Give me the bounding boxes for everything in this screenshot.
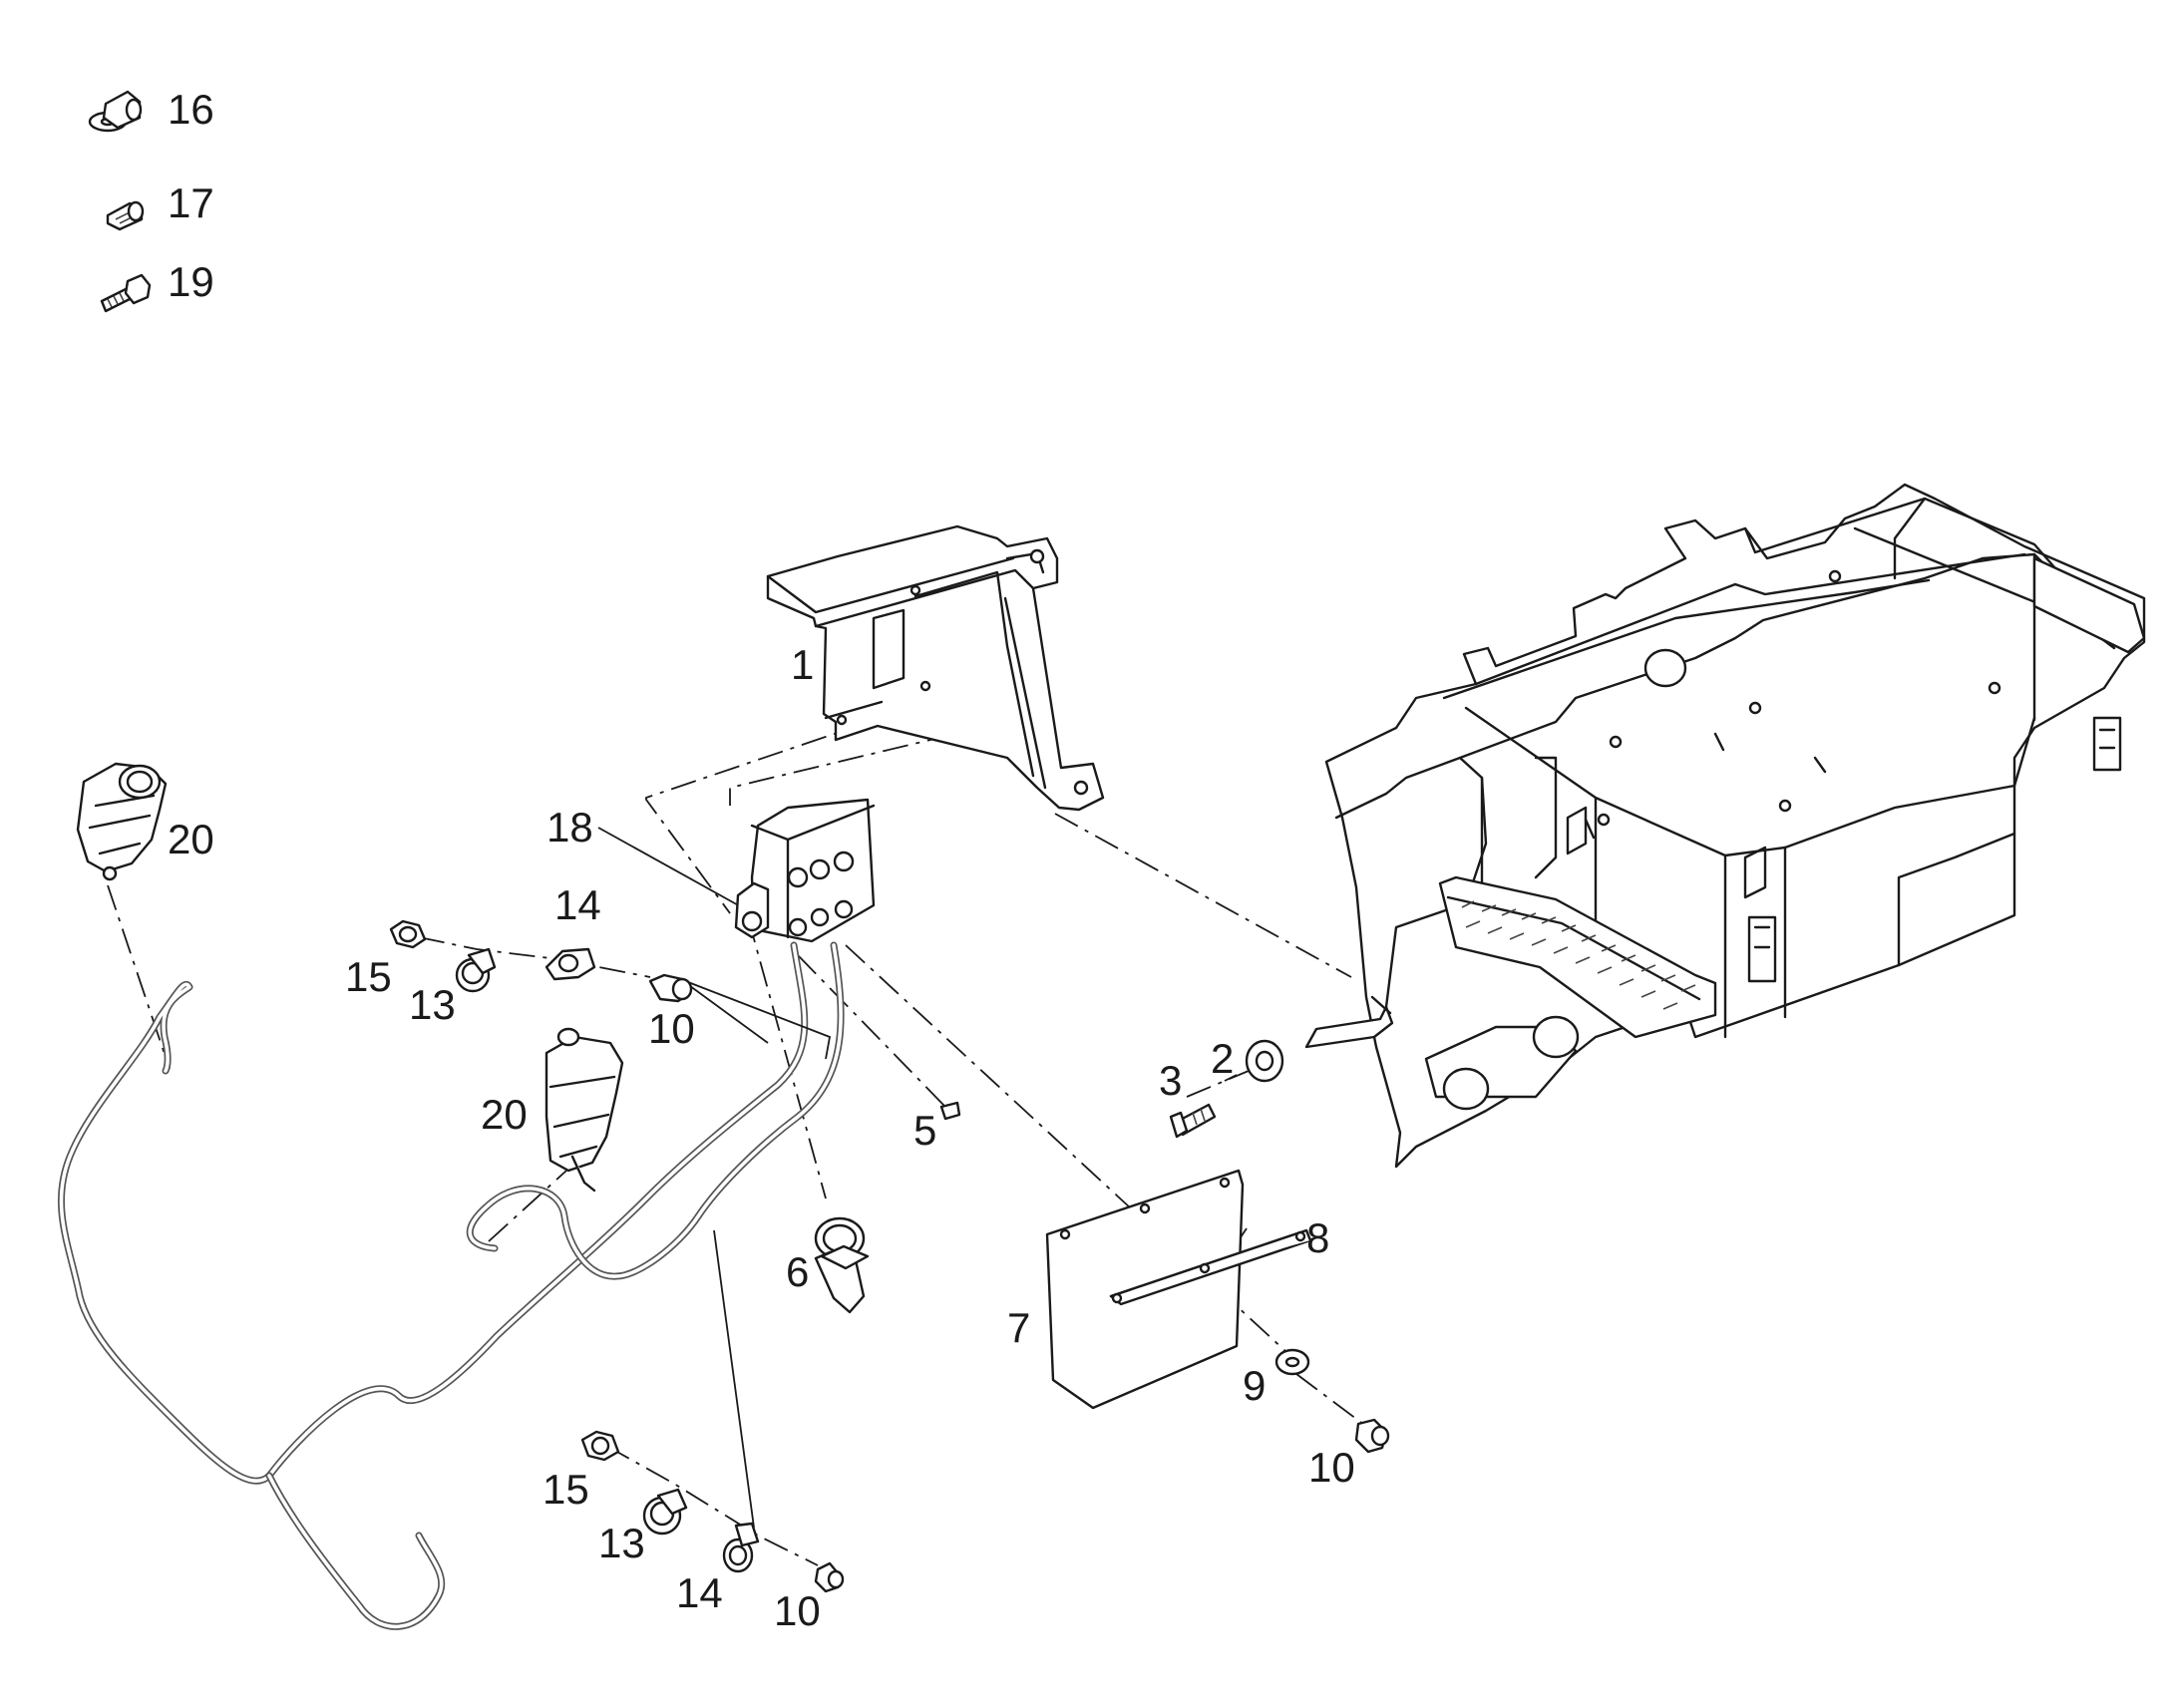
- part-10-bolt-upper: [648, 973, 693, 1003]
- callout-10-right: 10: [1308, 1444, 1355, 1491]
- part-13-clamp-upper: [455, 947, 497, 993]
- assembly-lines: [107, 721, 1369, 1566]
- callout-3: 3: [1159, 1057, 1182, 1104]
- callout-8: 8: [1306, 1214, 1329, 1261]
- part-10-bolt-right: [1354, 1418, 1390, 1454]
- plug-icon: [106, 200, 145, 231]
- chassis-frame: [1304, 483, 2146, 1169]
- callout-2: 2: [1211, 1035, 1234, 1082]
- callout-1: 1: [791, 641, 814, 688]
- callout-15-upper: 15: [345, 953, 392, 1000]
- bracket-part-1: [766, 524, 1105, 812]
- legend: 16 17 19: [88, 86, 214, 313]
- part-3-bolt: [1169, 1103, 1217, 1139]
- legend-num-19: 19: [168, 258, 214, 305]
- callout-20-top: 20: [168, 816, 214, 862]
- callout-15-lower: 15: [543, 1466, 589, 1513]
- leader-lines: [597, 827, 1248, 1529]
- callout-labels: 1 2 3 5 6 7 8 9 10 10 10 13 13 14 14 15 …: [168, 641, 1355, 1634]
- legend-num-17: 17: [168, 179, 214, 226]
- part-9-washer: [1274, 1348, 1310, 1376]
- callout-9: 9: [1243, 1362, 1266, 1409]
- callout-13-lower: 13: [598, 1520, 645, 1566]
- part-14-clamp-lower: [722, 1522, 760, 1573]
- legend-num-16: 16: [168, 86, 214, 133]
- part-8-strip: [1109, 1228, 1312, 1306]
- part-2-washer: [1245, 1039, 1284, 1083]
- callout-20-middle: 20: [481, 1091, 528, 1138]
- callout-6: 6: [786, 1248, 809, 1295]
- hoses: [57, 941, 845, 1630]
- callout-10-lower: 10: [774, 1587, 821, 1634]
- callout-13-upper: 13: [409, 981, 456, 1028]
- part-14-clamp-upper: [545, 947, 596, 981]
- part-10-bolt-lower: [814, 1561, 845, 1593]
- valve-block-part-18: [734, 798, 876, 943]
- callout-14-upper: 14: [554, 881, 601, 928]
- bolt-icon: [100, 273, 152, 313]
- part-15-nut-lower: [580, 1430, 620, 1462]
- callout-5: 5: [913, 1107, 936, 1154]
- callout-18: 18: [546, 804, 593, 851]
- part-15-nut-upper: [389, 919, 427, 949]
- part-20-coupler-middle: [545, 1027, 624, 1193]
- hose-fitting-icon: [88, 90, 143, 133]
- part-5-screw: [939, 1101, 961, 1121]
- part-20-coupler-top: [76, 762, 168, 881]
- callout-10-upper: 10: [648, 1005, 695, 1052]
- callout-7: 7: [1007, 1304, 1030, 1351]
- part-6-pressure-switch: [814, 1216, 870, 1314]
- callout-14-lower: 14: [676, 1569, 723, 1616]
- part-13-clamp-lower: [642, 1488, 688, 1536]
